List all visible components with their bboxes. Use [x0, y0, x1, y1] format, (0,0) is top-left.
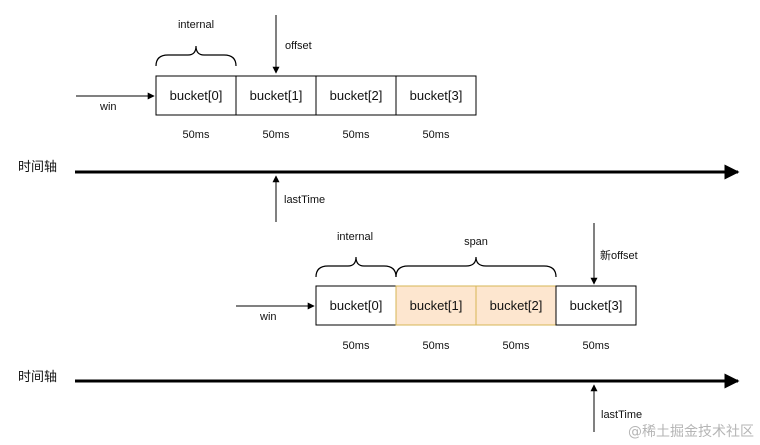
time-axis-label-bottom: 时间轴 [18, 370, 57, 385]
lasttime-label-top: lastTime [284, 194, 325, 206]
win-label-top: win [99, 101, 117, 113]
bucket-cell [315, 285, 397, 326]
internal-brace-top [155, 45, 237, 67]
duration-label: 50ms [263, 129, 290, 141]
bucket-cell [555, 285, 637, 326]
top-diagram: internal offset win bucket[0] bucket[1] … [18, 15, 740, 222]
bucket-cell [235, 75, 317, 116]
internal-label-top: internal [178, 19, 214, 31]
span-brace [395, 256, 557, 278]
duration-label: 50ms [503, 340, 530, 352]
duration-label: 50ms [423, 129, 450, 141]
span-label: span [464, 236, 488, 248]
bucket-label: bucket[0] [170, 88, 223, 103]
bucket-cell-highlighted [395, 285, 477, 326]
win-label-bottom: win [259, 311, 277, 323]
duration-label: 50ms [183, 129, 210, 141]
bucket-label: bucket[2] [490, 298, 543, 313]
bucket-label: bucket[1] [250, 88, 303, 103]
bucket-cell-highlighted [475, 285, 557, 326]
bottom-diagram: internal span 新offset win bucket[0] buck… [18, 223, 740, 432]
bucket-label: bucket[0] [330, 298, 383, 313]
watermark: @稀土掘金技术社区 [628, 424, 754, 440]
bucket-label: bucket[2] [330, 88, 383, 103]
bucket-cell [315, 75, 397, 116]
duration-label: 50ms [423, 340, 450, 352]
bucket-label: bucket[3] [410, 88, 463, 103]
bucket-cell [155, 75, 237, 116]
lasttime-label-bottom: lastTime [601, 409, 642, 421]
bucket-label: bucket[1] [410, 298, 463, 313]
new-offset-label: 新offset [600, 248, 638, 262]
duration-label: 50ms [343, 129, 370, 141]
bucket-cell [395, 75, 477, 116]
offset-label: offset [285, 40, 312, 52]
duration-label: 50ms [343, 340, 370, 352]
internal-brace-bottom [315, 256, 397, 278]
internal-label-bottom: internal [337, 231, 373, 243]
duration-label: 50ms [583, 340, 610, 352]
time-axis-label-top: 时间轴 [18, 160, 57, 175]
bucket-label: bucket[3] [570, 298, 623, 313]
